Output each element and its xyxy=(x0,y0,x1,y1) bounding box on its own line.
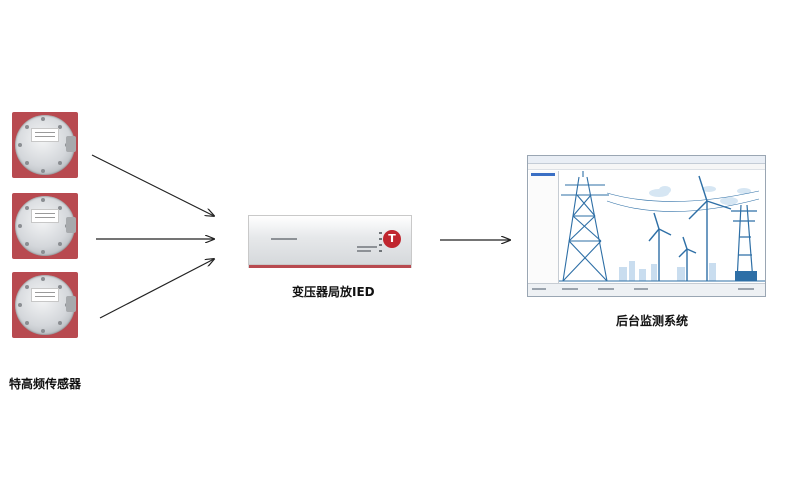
sensor-caption: 特高频传感器 xyxy=(9,377,82,391)
sensor-image-3 xyxy=(12,272,78,338)
arrow-sensor3-to-ied xyxy=(99,259,214,319)
ied-device-image: T xyxy=(248,215,412,268)
monitoring-software-screenshot xyxy=(527,155,766,297)
power-grid-illustration xyxy=(559,171,765,282)
sensor-image-1 xyxy=(12,112,78,178)
ied-caption: 变压器局放IED xyxy=(292,285,375,299)
brand-logo-icon: T xyxy=(383,230,401,248)
sensor-image-2 xyxy=(12,193,78,259)
backend-caption: 后台监测系统 xyxy=(616,314,689,328)
arrow-sensor1-to-ied xyxy=(91,154,214,216)
